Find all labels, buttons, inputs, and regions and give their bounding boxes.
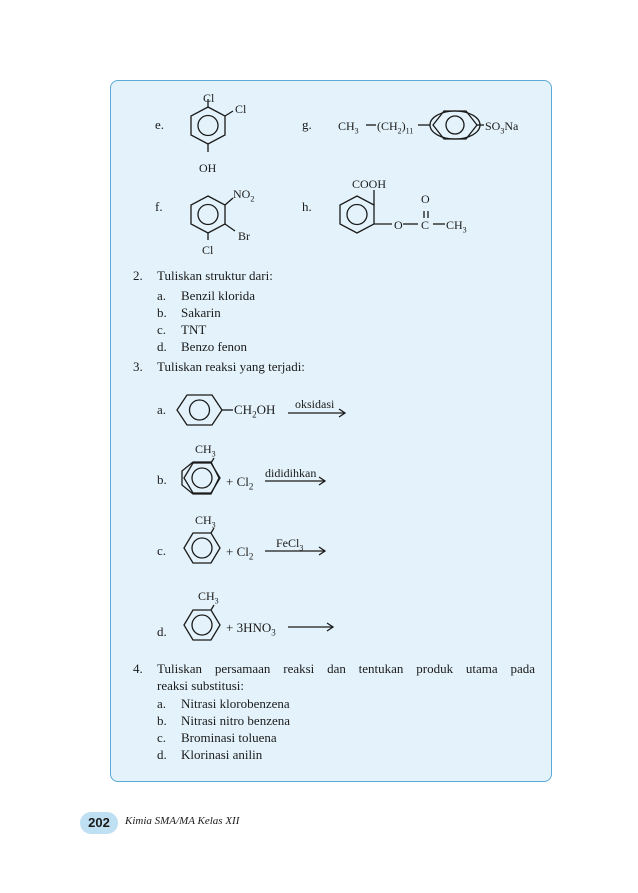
page-number: 202 (80, 812, 118, 834)
q1h-ch3: CH3 (446, 218, 467, 235)
q1h-o-link: O (394, 218, 403, 232)
q4b-text: Nitrasi nitro benzena (181, 713, 291, 728)
q3c-reagent: + Cl2 (226, 544, 254, 562)
q4-line-1: Tuliskan persamaan reaksi dan tentukan p… (157, 661, 535, 676)
q1e-substituent-2: Cl (235, 102, 247, 116)
q4a-letter: a. (157, 696, 167, 711)
q2-text: Tuliskan struktur dari: (157, 268, 273, 283)
benzene-ring-f (190, 195, 236, 240)
q2b-letter: b. (157, 305, 167, 320)
q1f-no: NO (233, 187, 251, 201)
q4-line-2: reaksi substitusi: (157, 678, 245, 693)
q3b-letter: b. (157, 472, 167, 487)
q1g-so3na: SO3Na (485, 119, 519, 136)
q1f-no-index: 2 (250, 194, 255, 204)
q3a-letter: a. (157, 402, 167, 417)
q3c-ch3: CH3 (195, 513, 216, 530)
q4d-letter: d. (157, 747, 167, 762)
q2d-text: Benzo fenon (181, 339, 248, 354)
q4-number: 4. (133, 661, 143, 676)
q1f-substituent-2: Br (238, 229, 250, 243)
q4c-letter: c. (157, 730, 167, 745)
q1h-c: C (421, 218, 430, 232)
benzene-ring-g (366, 110, 484, 140)
q1e-substituent-1: Cl (203, 91, 215, 105)
q4b-letter: b. (157, 713, 167, 728)
q1f-substituent-1: NO2 (233, 186, 254, 207)
q3b-ch3: CH3 (195, 442, 216, 459)
q2c-letter: c. (157, 322, 167, 337)
q1f-letter: f. (155, 199, 163, 214)
q3c-letter: c. (157, 543, 167, 558)
q2c-text: TNT (181, 322, 207, 337)
q4a-text: Nitrasi klorobenzena (181, 696, 290, 711)
q1g-ch2-chain: (CH2)11 (377, 119, 414, 136)
q3b-arrow-label: dididihkan (265, 466, 317, 480)
benzene-ring-3c (183, 527, 327, 564)
q2d-letter: d. (157, 339, 167, 354)
q1h-cooh: COOH (352, 177, 387, 191)
q1g-letter: g. (302, 117, 312, 132)
q4d-text: Klorinasi anilin (181, 747, 263, 762)
q3-text: Tuliskan reaksi yang terjadi: (157, 359, 305, 374)
q2b-text: Sakarin (181, 305, 221, 320)
q1e-letter: e. (155, 117, 165, 132)
q4c-text: Brominasi toluena (181, 730, 277, 745)
q1f-substituent-3: Cl (202, 243, 214, 257)
q3d-ch3: CH3 (198, 589, 219, 606)
q3a-group: CH2OH (234, 402, 276, 420)
q3c-arrow-label: FeCl3 (276, 536, 304, 553)
q2a-text: Benzil klorida (181, 288, 256, 303)
q1e-substituent-3: OH (199, 161, 217, 175)
q3d-letter: d. (157, 624, 167, 639)
q3d-reagent: + 3HNO3 (226, 620, 276, 638)
q2-number: 2. (133, 268, 143, 283)
q1g-ch3: CH3 (338, 119, 359, 136)
q2a-letter: a. (157, 288, 167, 303)
benzene-ring-3d (183, 604, 335, 641)
exercise-box (110, 80, 552, 782)
book-title: Kimia SMA/MA Kelas XII (125, 815, 240, 827)
benzene-ring-e (190, 99, 234, 152)
q1h-letter: h. (302, 199, 312, 214)
benzene-ring-3b (181, 457, 327, 495)
benzene-ring-h (339, 190, 445, 234)
q3b-reagent: + Cl2 (226, 474, 254, 492)
q1h-o-top: O (421, 192, 430, 206)
q3-number: 3. (133, 359, 143, 374)
benzene-ring-3a (176, 394, 347, 426)
q3a-arrow-label: oksidasi (295, 397, 335, 411)
